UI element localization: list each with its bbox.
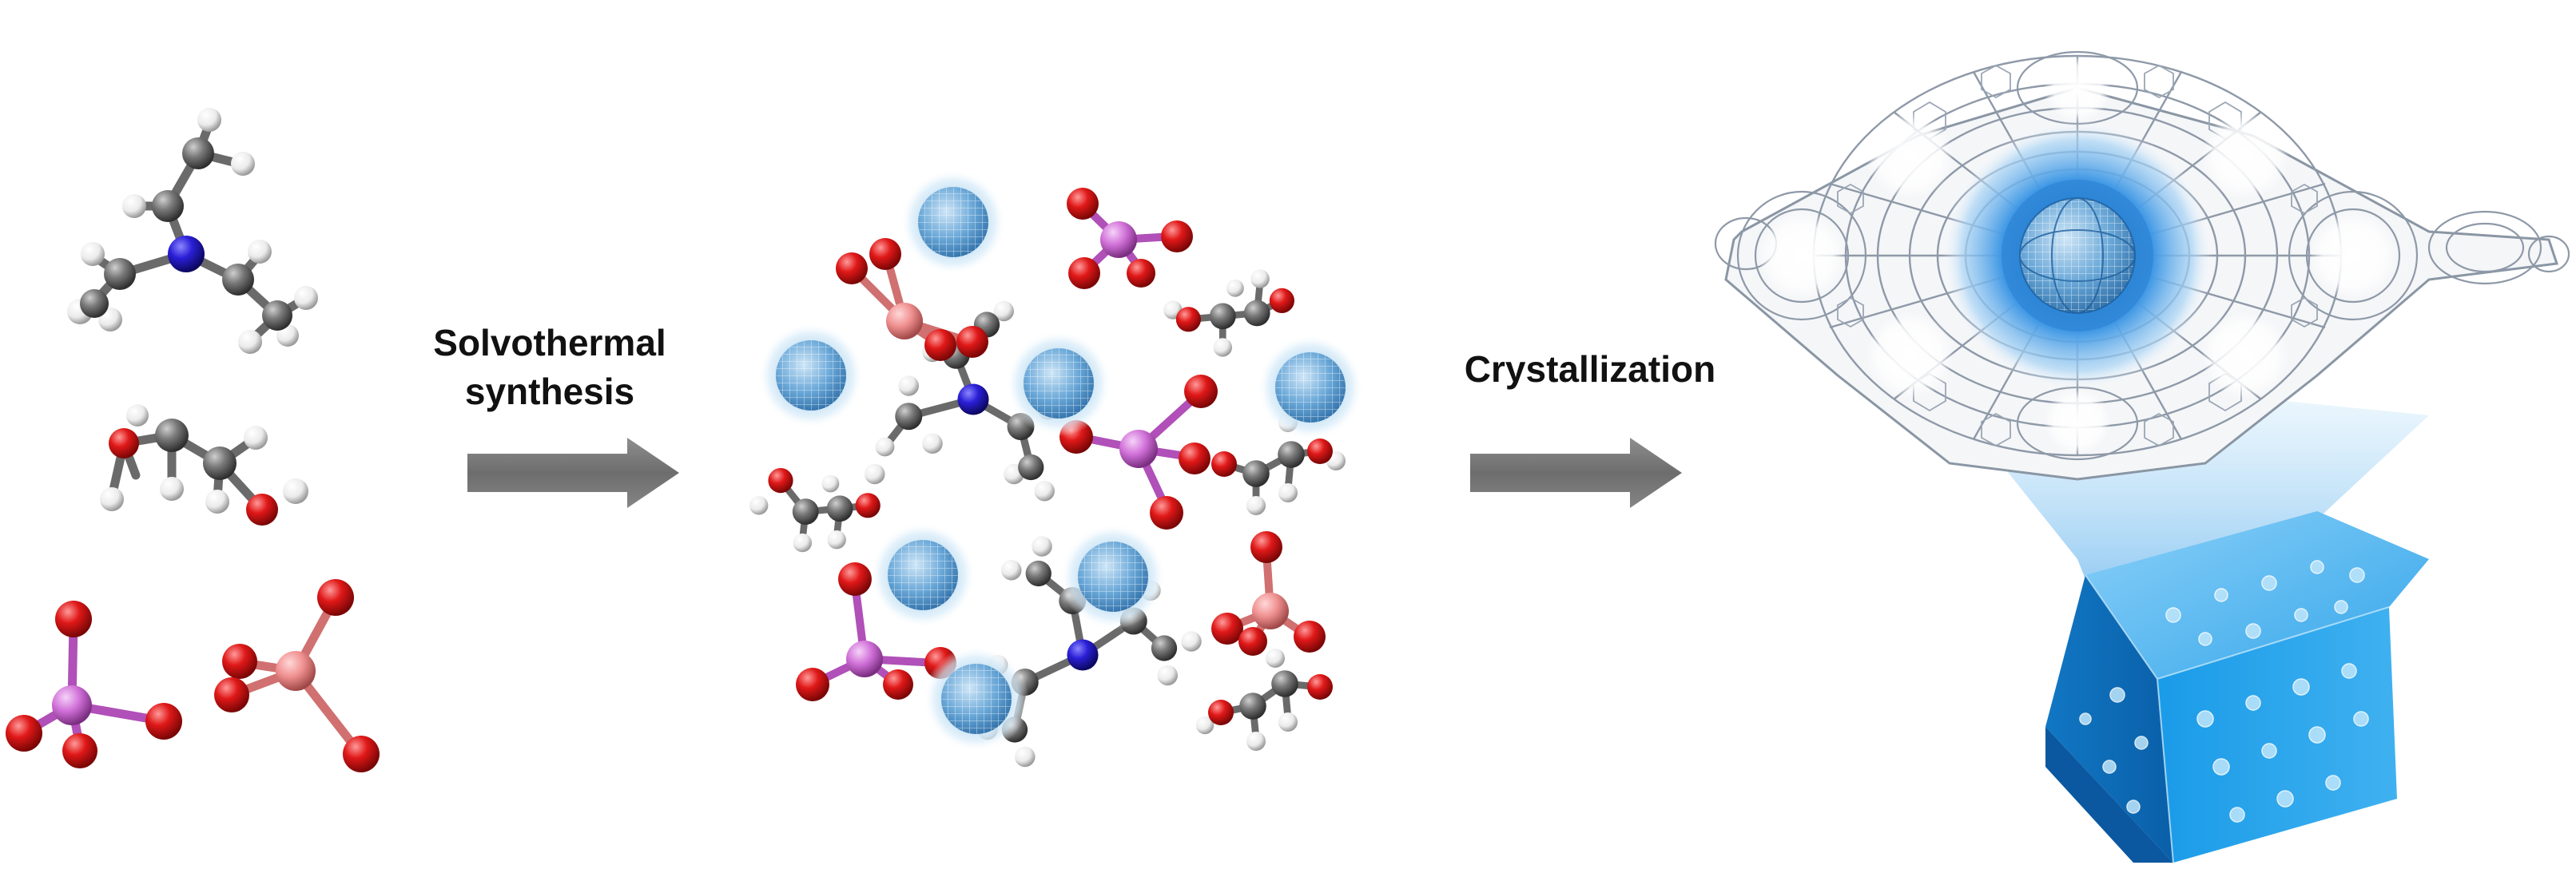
- zeolite-framework: [1714, 50, 2570, 481]
- mixture-cage-species: [758, 169, 1363, 752]
- triethylamine-molecule: [67, 108, 318, 354]
- crystal-prism: [2045, 511, 2429, 863]
- mixture-aluminum-oxide-tetrahedra: [836, 238, 1326, 656]
- step-1-arrow-icon: [467, 438, 679, 508]
- phosphate-tetrahedron-left: [6, 601, 182, 768]
- mixture-ethylene-glycol-molecules: [749, 269, 1346, 751]
- framework-central-cage: [1942, 120, 2213, 391]
- step-2-label: Crystallization: [1465, 348, 1715, 390]
- step-1-label-line-1: Solvothermal: [433, 322, 666, 363]
- aluminum-oxide-tetrahedron-left: [214, 579, 380, 772]
- step-2-arrow-icon: [1470, 438, 1682, 508]
- mixture-phosphate-tetrahedra: [796, 188, 1218, 701]
- ethylene-glycol-molecule: [100, 404, 308, 526]
- framework-side-cages: [1758, 56, 2397, 455]
- precursor-mixture: [749, 169, 1363, 768]
- step-1-label-line-2: synthesis: [465, 371, 634, 412]
- crystal-cavities: [2079, 560, 2369, 823]
